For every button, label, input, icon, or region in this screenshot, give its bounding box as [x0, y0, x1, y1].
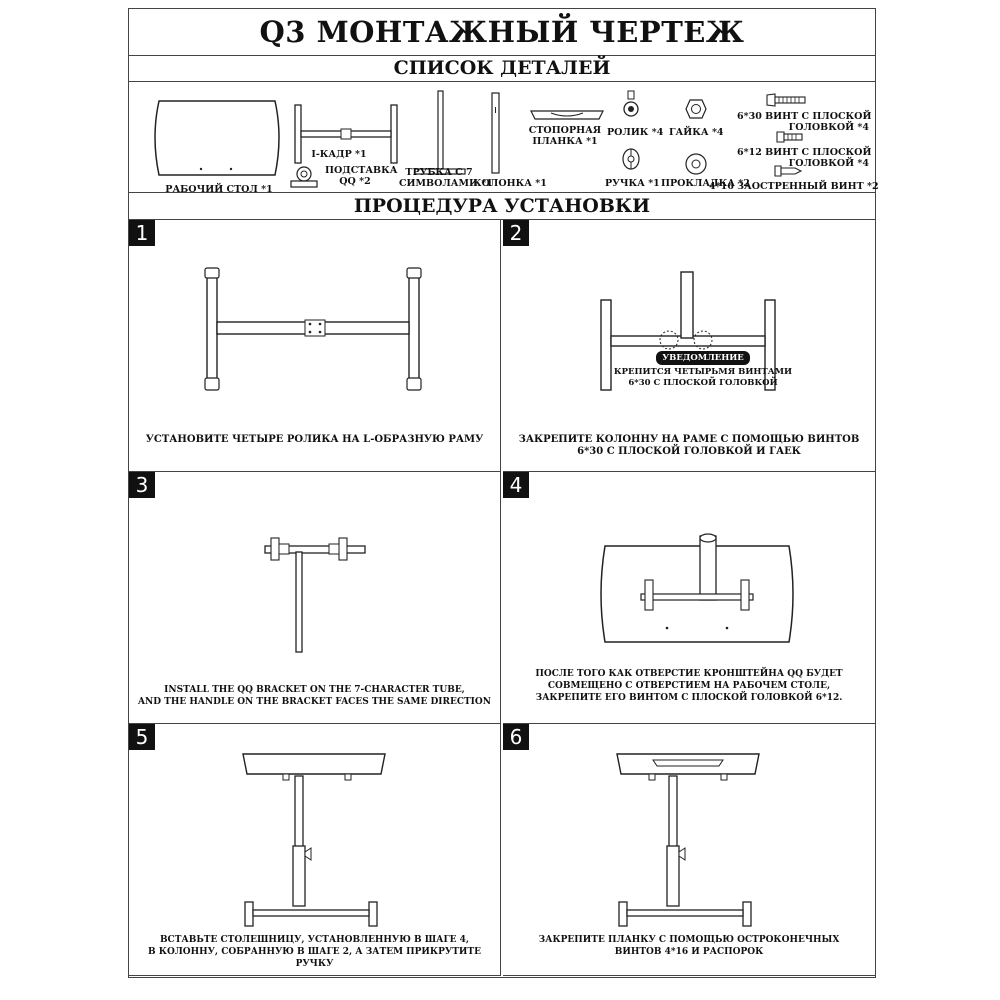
washer-part-drawing: [685, 153, 707, 175]
seven-tube-part-drawing: [414, 90, 466, 175]
step-6-caption-line2: ВИНТОВ 4*16 И РАСПОРОК: [614, 947, 764, 957]
notice-text: КРЕПИТСЯ ЧЕТЫРЬМЯ ВИНТАМИ 6*30 С ПЛОСКОЙ…: [613, 367, 793, 389]
step-4-panel: 4 ПОСЛЕ ТОГО КАК ОТВЕРСТИЕ КРОНШТЕЙНА QQ…: [503, 472, 875, 724]
assembly-drawing-sheet: Q3 МОНТАЖНЫЙ ЧЕРТЕЖ СПИСОК ДЕТАЛЕЙ РАБОЧ…: [128, 8, 879, 978]
step-3-caption: INSTALL THE QQ BRACKET ON THE 7-CHARACTE…: [129, 684, 500, 708]
step-5-caption-line1: ВСТАВЬТЕ СТОЛЕШНИЦУ, УСТАНОВЛЕННУЮ В ШАГ…: [159, 935, 470, 945]
drawing-title: Q3 МОНТАЖНЫЙ ЧЕРТЕЖ: [129, 9, 875, 56]
nut-part-label: ГАЙКА *4: [669, 127, 724, 138]
step-6-caption: ЗАКРЕПИТЕ ПЛАНКУ С ПОМОЩЬЮ ОСТРОКОНЕЧНЫХ…: [503, 934, 875, 958]
caster-part-label: РОЛИК *4: [607, 127, 664, 138]
notice-line1: КРЕПИТСЯ ЧЕТЫРЬМЯ ВИНТАМИ: [613, 367, 793, 377]
parts-list: РАБОЧИЙ СТОЛ *1 I-КАДР *1 ПОДСТАВКА QQ *…: [129, 81, 879, 195]
step-3-number: 3: [129, 472, 155, 498]
step-4-caption: ПОСЛЕ ТОГО КАК ОТВЕРСТИЕ КРОНШТЕЙНА QQ Б…: [503, 668, 875, 704]
qq-bracket-part-label: ПОДСТАВКА QQ *2: [325, 165, 398, 187]
step-4-caption-line1: ПОСЛЕ ТОГО КАК ОТВЕРСТИЕ КРОНШТЕЙНА QQ Б…: [535, 669, 843, 679]
step-5-panel: 5 ВСТАВЬТЕ СТОЛЕШНИЦУ, УСТАНОВЛЕННУЮ В Ш…: [129, 724, 501, 976]
step-4-caption-line2: СОВМЕЩЕНО С ОТВЕРСТИЕМ НА РАБОЧЕМ СТОЛЕ,: [547, 681, 831, 691]
parts-list-heading: СПИСОК ДЕТАЛЕЙ: [129, 55, 875, 82]
step-2-number: 2: [503, 220, 529, 246]
stop-plate-label-line1: СТОПОРНАЯ: [528, 125, 602, 136]
washer-part-label: ПРОКЛАДКА *2: [661, 178, 750, 189]
stop-plate-label-line2: ПЛАНКА *1: [532, 136, 598, 147]
step-3-caption-line1: INSTALL THE QQ BRACKET ON THE 7-CHARACTE…: [164, 685, 465, 695]
screw-6x12-part-drawing: [776, 131, 803, 143]
screw-4x16-part-drawing: [774, 165, 803, 177]
column-part-drawing: [491, 92, 500, 174]
step-2-caption-line2: 6*30 С ПЛОСКОЙ ГОЛОВКОЙ И ГАЕК: [577, 446, 801, 457]
screw-6x30-label-line2: ГОЛОВКОЙ *4: [788, 122, 869, 133]
procedure-heading: ПРОЦЕДУРА УСТАНОВКИ: [129, 192, 875, 220]
seven-tube-label-line1: ТРУБКА С 7: [405, 167, 473, 178]
notice-line2: 6*30 С ПЛОСКОЙ ГОЛОВКОЙ: [628, 378, 778, 388]
seven-tube-label-line2: СИМВОЛАМИ *1: [399, 178, 493, 189]
step-1-caption: УСТАНОВИТЕ ЧЕТЫРЕ РОЛИКА НА L-ОБРАЗНУЮ Р…: [129, 434, 500, 446]
column-part-label: КОЛОНКА *1: [473, 178, 547, 189]
step-3-panel: 3 INSTALL THE QQ BRACKET ON THE 7-CHARAC…: [129, 472, 501, 724]
step-3-caption-line2: AND THE HANDLE ON THE BRACKET FACES THE …: [138, 697, 491, 707]
qq-bracket-label-line1: ПОДСТАВКА: [325, 165, 398, 176]
seven-tube-part-label: ТРУБКА С 7 СИМВОЛАМИ *1: [399, 167, 493, 189]
step-1-number: 1: [129, 220, 155, 246]
step-2-drawing: [600, 271, 776, 391]
screw-6x30-part-drawing: [766, 93, 806, 107]
step-4-caption-line3: ЗАКРЕПИТЕ ЕГО ВИНТОМ С ПЛОСКОЙ ГОЛОВКОЙ …: [535, 693, 843, 703]
screw-6x30-label-line1: 6*30 ВИНТ С ПЛОСКОЙ: [737, 111, 872, 122]
step-1-drawing: [204, 267, 422, 391]
step-4-drawing: [600, 533, 794, 643]
step-6-caption-line1: ЗАКРЕПИТЕ ПЛАНКУ С ПОМОЩЬЮ ОСТРОКОНЕЧНЫХ: [538, 935, 840, 945]
desk-part-drawing: [154, 100, 280, 176]
step-5-number: 5: [129, 724, 155, 750]
step-2-notice: УВЕДОМЛЕНИЕ КРЕПИТСЯ ЧЕТЫРЬМЯ ВИНТАМИ 6*…: [613, 345, 793, 389]
notice-badge: УВЕДОМЛЕНИЕ: [656, 351, 750, 365]
step-1-caption-line1: УСТАНОВИТЕ ЧЕТЫРЕ РОЛИКА НА L-ОБРАЗНУЮ Р…: [145, 434, 484, 445]
step-1-panel: 1 УСТАНОВИТЕ ЧЕТЫРЕ РОЛИКА НА L-ОБРАЗНУЮ…: [129, 220, 501, 472]
stop-plate-part-drawing: [530, 110, 604, 120]
i-frame-part-drawing: [294, 104, 398, 164]
i-frame-part-label: I-КАДР *1: [311, 149, 367, 160]
qq-bracket-part-drawing: [290, 166, 318, 188]
procedure-steps-grid: 1 УСТАНОВИТЕ ЧЕТЫРЕ РОЛИКА НА L-ОБРАЗНУЮ…: [129, 220, 875, 977]
step-2-panel: 2 УВЕДОМЛЕНИЕ КРЕПИТСЯ ЧЕТЫРЬМЯ ВИНТАМИ …: [503, 220, 875, 472]
step-6-number: 6: [503, 724, 529, 750]
step-6-drawing: [616, 753, 760, 927]
handle-part-label: РУЧКА *1: [605, 178, 660, 189]
step-2-caption-line1: ЗАКРЕПИТЕ КОЛОННУ НА РАМЕ С ПОМОЩЬЮ ВИНТ…: [518, 434, 860, 445]
screw-6x12-label-line1: 6*12 ВИНТ С ПЛОСКОЙ: [737, 147, 872, 158]
step-5-drawing: [242, 753, 386, 927]
step-3-drawing: [264, 537, 366, 653]
screw-6x12-label-line2: ГОЛОВКОЙ *4: [788, 158, 869, 169]
qq-bracket-label-line2: QQ *2: [339, 176, 371, 187]
handle-part-drawing: [622, 148, 640, 170]
step-6-panel: 6 ЗАКРЕПИТЕ ПЛАНКУ С ПОМОЩЬЮ ОСТРОКОНЕЧН…: [503, 724, 875, 976]
step-2-caption: ЗАКРЕПИТЕ КОЛОННУ НА РАМЕ С ПОМОЩЬЮ ВИНТ…: [503, 434, 875, 458]
screw-4x16-part-label: 4*16 ЗАОСТРЕННЫЙ ВИНТ *2: [709, 181, 879, 192]
screw-6x12-part-label: 6*12 ВИНТ С ПЛОСКОЙ ГОЛОВКОЙ *4: [737, 147, 872, 169]
screw-6x30-part-label: 6*30 ВИНТ С ПЛОСКОЙ ГОЛОВКОЙ *4: [737, 111, 872, 133]
nut-part-drawing: [685, 99, 707, 119]
step-4-number: 4: [503, 472, 529, 498]
desk-part-label: РАБОЧИЙ СТОЛ *1: [165, 184, 273, 195]
stop-plate-part-label: СТОПОРНАЯ ПЛАНКА *1: [527, 125, 603, 147]
step-5-caption-line2: В КОЛОННУ, СОБРАННУЮ В ШАГЕ 2, А ЗАТЕМ П…: [148, 947, 481, 969]
caster-part-drawing: [623, 90, 639, 117]
step-5-caption: ВСТАВЬТЕ СТОЛЕШНИЦУ, УСТАНОВЛЕННУЮ В ШАГ…: [129, 934, 500, 970]
